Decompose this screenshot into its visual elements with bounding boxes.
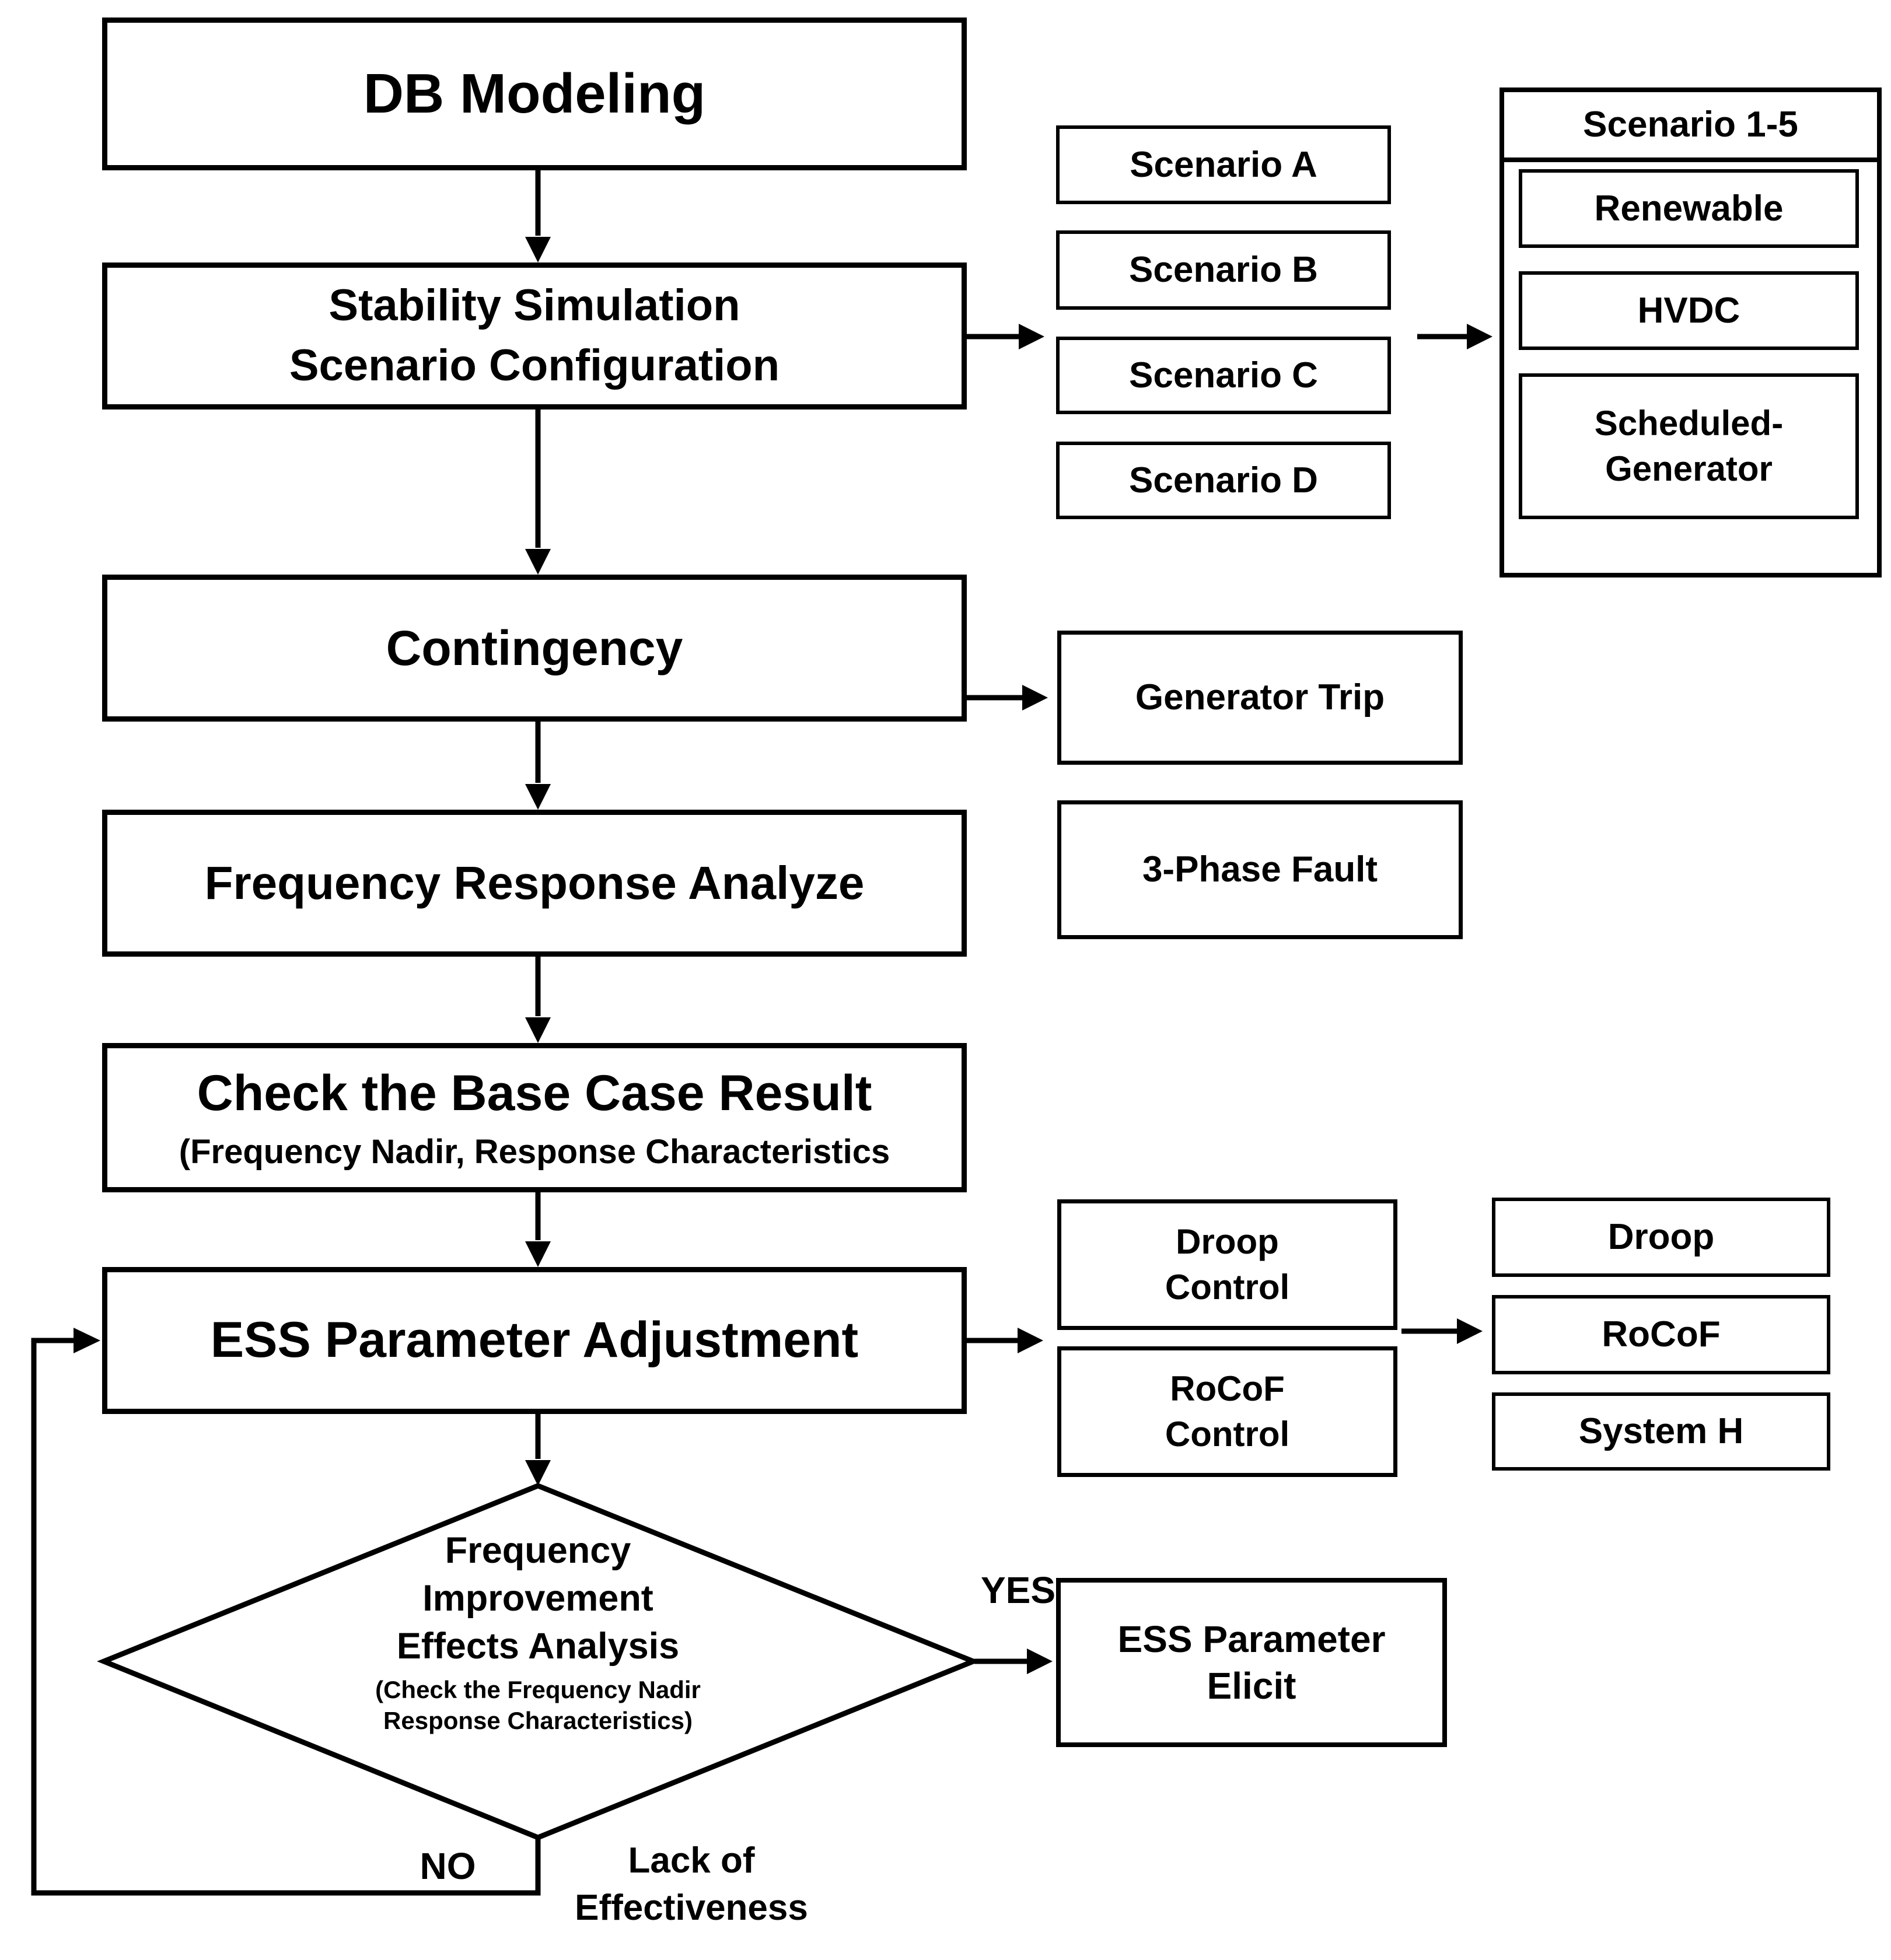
- node-scheduled-generator: Scheduled- Generator: [1519, 373, 1859, 519]
- arrow-ess-to-controls: [967, 1328, 1043, 1353]
- node-scenario-b: Scenario B: [1056, 230, 1391, 310]
- node-hvdc: HVDC: [1519, 271, 1859, 350]
- node-scenario-a: Scenario A: [1056, 125, 1391, 204]
- decision-frequency-improvement: Frequency Improvement Effects Analysis (…: [188, 1527, 888, 1737]
- group-scenario-1-5-title: Scenario 1-5: [1504, 92, 1877, 162]
- node-scenario-d: Scenario D: [1056, 442, 1391, 519]
- node-scenario-c: Scenario C: [1056, 337, 1391, 414]
- arrow-scenarios-to-group: [1417, 324, 1492, 349]
- arrow-frequency-to-basecase: [525, 957, 551, 1043]
- node-three-phase-fault: 3-Phase Fault: [1057, 800, 1463, 939]
- node-ess-parameter-elicit: ESS Parameter Elicit: [1056, 1578, 1447, 1747]
- node-ess-parameter-adjustment: ESS Parameter Adjustment: [102, 1267, 967, 1414]
- feedback-loop-no: [31, 1328, 541, 1896]
- node-generator-trip: Generator Trip: [1057, 631, 1463, 765]
- node-frequency-response-analyze: Frequency Response Analyze: [102, 810, 967, 957]
- arrow-config-to-scenarios: [967, 324, 1044, 349]
- base-case-subtitle: (Frequency Nadir, Response Characteristi…: [179, 1132, 890, 1171]
- arrow-contingency-to-frequency: [525, 722, 551, 810]
- label-no: NO: [420, 1845, 476, 1887]
- node-system-h: System H: [1492, 1392, 1830, 1471]
- arrow-basecase-to-ess: [525, 1192, 551, 1267]
- node-droop-control: Droop Control: [1057, 1199, 1397, 1330]
- arrow-decision-yes: [974, 1648, 1053, 1674]
- node-contingency: Contingency: [102, 575, 967, 722]
- label-yes: YES: [980, 1569, 1056, 1611]
- node-rocof: RoCoF: [1492, 1295, 1830, 1374]
- arrow-db-to-config: [525, 170, 551, 262]
- node-droop: Droop: [1492, 1198, 1830, 1277]
- node-renewable: Renewable: [1519, 169, 1859, 248]
- decision-sublabel: (Check the Frequency Nadir Response Char…: [375, 1675, 701, 1735]
- node-rocof-control: RoCoF Control: [1057, 1346, 1397, 1477]
- decision-label: Frequency Improvement Effects Analysis: [396, 1530, 680, 1667]
- arrow-controls-to-parameters: [1401, 1318, 1483, 1344]
- node-scenario-configuration: Stability Simulation Scenario Configurat…: [102, 262, 967, 410]
- node-db-modeling: DB Modeling: [102, 18, 967, 170]
- arrow-config-to-contingency: [525, 410, 551, 575]
- base-case-title: Check the Base Case Result: [197, 1065, 872, 1121]
- arrow-ess-to-decision: [525, 1414, 551, 1486]
- label-lack-of-effectiveness: Lack of Effectiveness: [575, 1840, 808, 1928]
- arrow-contingency-to-types: [967, 685, 1048, 710]
- node-check-base-case: Check the Base Case Result (Frequency Na…: [102, 1043, 967, 1192]
